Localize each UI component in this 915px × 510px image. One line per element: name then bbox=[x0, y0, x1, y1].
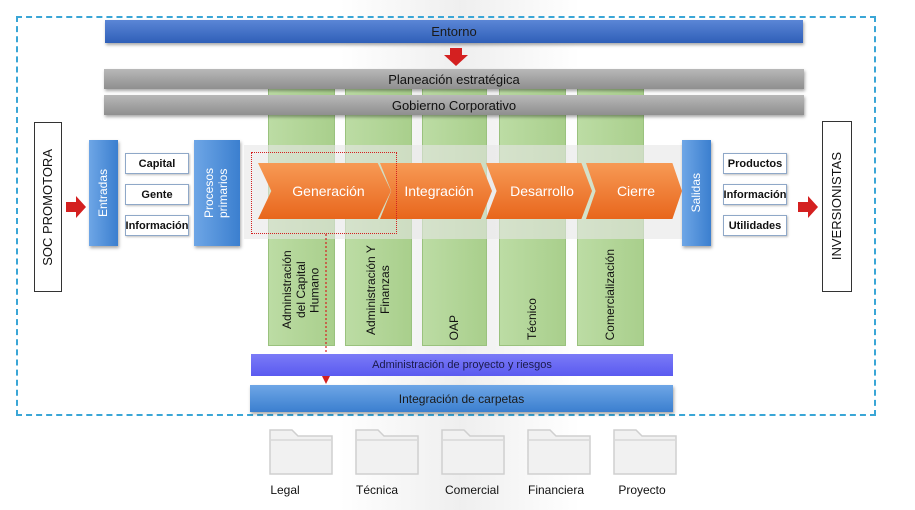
planeacion-label: Planeación estratégica bbox=[388, 71, 520, 87]
input-gente: Gente bbox=[125, 184, 189, 205]
entradas-label: Entradas bbox=[95, 168, 110, 218]
entorno-label: Entorno bbox=[431, 24, 477, 39]
procesos-label: Procesos primarios bbox=[202, 167, 230, 219]
procesos-primarios-box: Procesos primarios bbox=[194, 140, 240, 246]
salidas-label: Salidas bbox=[688, 173, 703, 213]
generacion-highlight bbox=[251, 152, 397, 234]
integracion-carpetas-bar: Integración de carpetas bbox=[250, 385, 673, 412]
inversionistas-label: INVERSIONISTAS bbox=[828, 152, 844, 261]
red-arrow-icon bbox=[66, 196, 86, 218]
red-arrow-icon bbox=[444, 48, 468, 66]
phase-cierre: Cierre bbox=[586, 163, 682, 219]
entorno-bar: Entorno bbox=[105, 20, 803, 43]
input-capital: Capital bbox=[125, 153, 189, 174]
folder-icon bbox=[613, 429, 677, 475]
folder-label-tecnica: Técnica bbox=[355, 483, 399, 497]
red-arrow-icon bbox=[798, 196, 818, 218]
gobierno-label: Gobierno Corporativo bbox=[391, 97, 517, 113]
column-label-oap: OAP bbox=[446, 314, 461, 340]
output-productos: Productos bbox=[723, 153, 787, 174]
column-label-tecnico: Técnico bbox=[524, 297, 539, 340]
folder-label-comercial: Comercial bbox=[444, 483, 499, 497]
inversionistas-box: INVERSIONISTAS bbox=[822, 121, 852, 292]
output-utilidades: Utilidades bbox=[723, 215, 787, 236]
entradas-box: Entradas bbox=[89, 140, 118, 246]
column-label-capital-humano: Administración del Capital Humano bbox=[279, 250, 322, 330]
connector-arrow bbox=[321, 234, 331, 384]
outer-frame bbox=[16, 16, 876, 416]
folder-icon bbox=[441, 429, 505, 475]
admin-proyecto-bar: Administración de proyecto y riesgos bbox=[251, 354, 673, 376]
phase-desarrollo: Desarrollo bbox=[486, 163, 592, 219]
folder-label-legal: Legal bbox=[270, 483, 300, 497]
folder-icon bbox=[269, 429, 333, 475]
input-informacion: Información bbox=[125, 215, 189, 236]
column-label-comercializacion: Comercialización bbox=[602, 248, 617, 340]
output-informacion: Información bbox=[723, 184, 787, 205]
folder-label-proyecto: Proyecto bbox=[618, 483, 666, 497]
planeacion-bar: Planeación estratégica bbox=[104, 69, 804, 89]
folder-icon bbox=[527, 429, 591, 475]
folder-label-financiera: Financiera bbox=[527, 483, 585, 497]
soc-promotora-box: SOC PROMOTORA bbox=[34, 122, 62, 292]
soc-promotora-label: SOC PROMOTORA bbox=[39, 148, 55, 266]
phase-generacion: Generación bbox=[258, 163, 391, 219]
folder-icon bbox=[355, 429, 419, 475]
salidas-box: Salidas bbox=[682, 140, 711, 246]
gobierno-bar: Gobierno Corporativo bbox=[104, 95, 804, 115]
column-label-finanzas: Administración Y Finanzas bbox=[363, 245, 392, 335]
phase-integracion: Integración bbox=[380, 163, 492, 219]
